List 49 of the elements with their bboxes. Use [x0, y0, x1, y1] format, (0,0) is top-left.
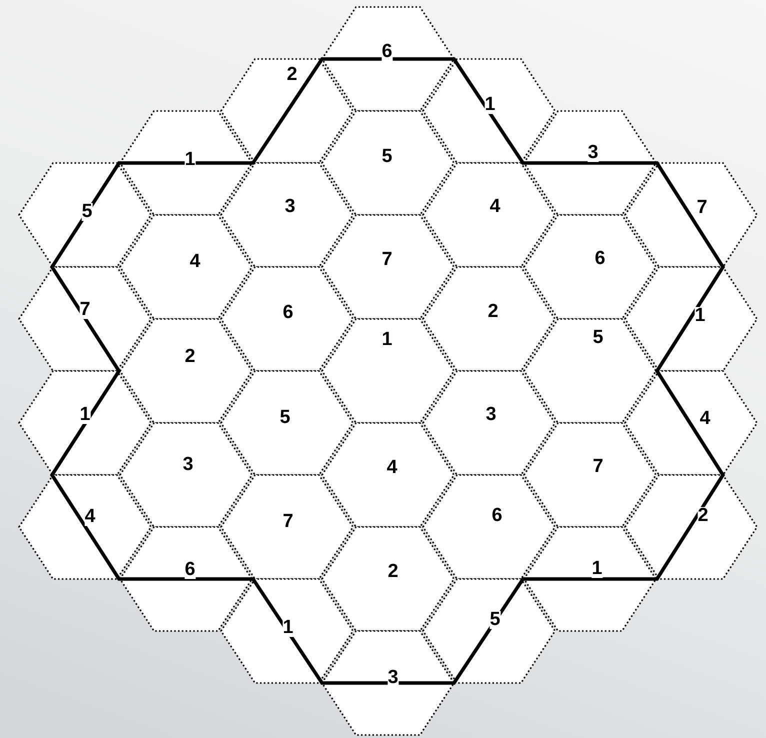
- hexagon-cell: [19, 475, 151, 579]
- hexagon-cell: [221, 267, 353, 371]
- cell-number: 1: [282, 619, 294, 637]
- hexagon-cell: [322, 319, 454, 423]
- hexagon-cell: [524, 111, 656, 215]
- hexagon-cell: [423, 163, 555, 267]
- cell-number: 6: [382, 43, 392, 61]
- hexagon-cell: [322, 631, 454, 735]
- cell-number: 3: [588, 144, 598, 162]
- hexagon-cell: [120, 423, 252, 527]
- hexagon-cell: [322, 7, 454, 111]
- hexagon-cell: [19, 371, 151, 475]
- hexagon-cell: [524, 423, 656, 527]
- hexagon-cell: [625, 163, 757, 267]
- hexagon-cell: [423, 475, 555, 579]
- hexagon-cell: [221, 371, 353, 475]
- cell-number: 3: [388, 669, 398, 687]
- hexagon-cell: [120, 215, 252, 319]
- cell-number: 1: [80, 406, 90, 424]
- cell-number: 1: [484, 96, 496, 114]
- hexagon-cell: [322, 527, 454, 631]
- cell-number: 1: [592, 560, 602, 578]
- hexagon-cell: [625, 267, 757, 371]
- cell-number: 7: [80, 301, 90, 319]
- hexagon-cell: [423, 579, 555, 683]
- hexagon-cell: [423, 371, 555, 475]
- hexagon-cell: [221, 579, 353, 683]
- hexagon-cell: [19, 163, 151, 267]
- hexagon-cell: [221, 59, 353, 163]
- hexagon-cell: [322, 215, 454, 319]
- hexagon-cell: [322, 423, 454, 527]
- hexagon-cell: [221, 163, 353, 267]
- hexagon-cell: [120, 111, 252, 215]
- hexagon-cell: [524, 215, 656, 319]
- cell-number: 4: [84, 508, 96, 526]
- hexagon-cell: [625, 475, 757, 579]
- hexagon-cell: [120, 319, 252, 423]
- cell-number: 5: [82, 203, 92, 221]
- hexagon-cell: [524, 527, 656, 631]
- hexagon-cell: [322, 111, 454, 215]
- hexagon-cell: [524, 319, 656, 423]
- cell-number: 6: [184, 561, 196, 579]
- hexagon-cell: [221, 475, 353, 579]
- hexagon-cell: [423, 59, 555, 163]
- hexagon-cell: [120, 527, 252, 631]
- hexagon-cell: [19, 267, 151, 371]
- hexagon-cell: [625, 371, 757, 475]
- hexagon-cell: [423, 267, 555, 371]
- cell-number: 5: [490, 611, 500, 629]
